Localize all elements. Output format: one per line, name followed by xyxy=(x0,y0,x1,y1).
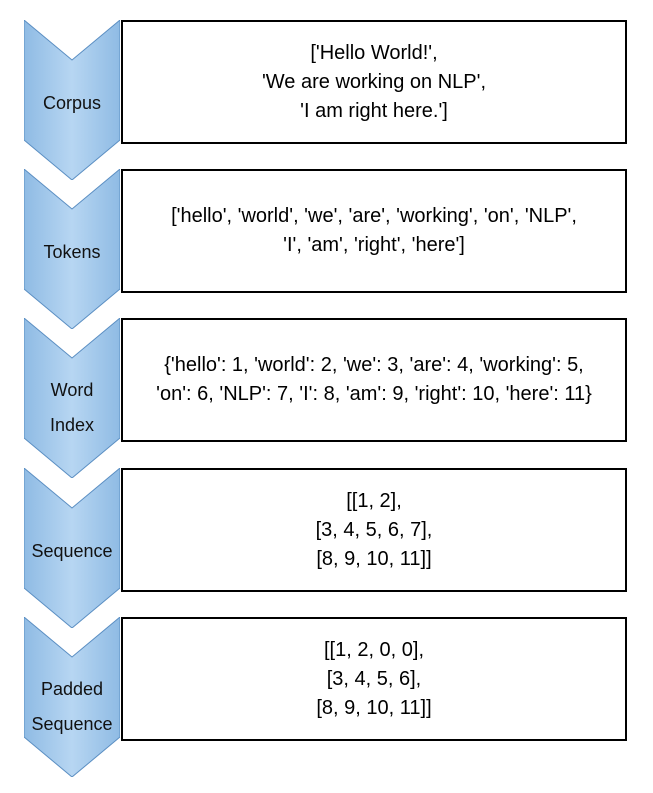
content-line: ['Hello World!', xyxy=(310,41,438,64)
step-arrow-padded-sequence xyxy=(24,617,120,777)
content-line: 'We are working on NLP', xyxy=(261,70,487,93)
step-box-word-index: {'hello': 1, 'world': 2, 'we': 3, 'are':… xyxy=(121,318,627,442)
content-line: 'I', 'am', 'right', 'here'] xyxy=(283,234,465,256)
chevron-down-icon xyxy=(24,617,120,777)
content-line: [8, 9, 10, 11]] xyxy=(316,696,432,719)
step-label-line: Tokens xyxy=(43,242,101,262)
step-arrow-tokens xyxy=(24,169,120,329)
chevron-down-icon xyxy=(24,169,120,329)
step-box-tokens: ['hello', 'world', 'we', 'are', 'working… xyxy=(121,169,627,293)
step-box-sequence: [[1, 2], [3, 4, 5, 6, 7], [8, 9, 10, 11]… xyxy=(121,468,627,592)
content-line: 'I am right here.'] xyxy=(300,99,448,122)
content-line: {'hello': 1, 'world': 2, 'we': 3, 'are':… xyxy=(164,354,584,376)
step-arrow-corpus xyxy=(24,20,120,180)
step-label-line: Index xyxy=(49,415,95,435)
content-line: [3, 4, 5, 6], xyxy=(326,667,422,690)
step-label-line: Corpus xyxy=(42,93,102,113)
step-label-line: Word xyxy=(50,380,94,400)
step-box-corpus: ['Hello World!', 'We are working on NLP'… xyxy=(121,20,627,144)
content-line: ['hello', 'world', 'we', 'are', 'working… xyxy=(171,205,577,227)
chevron-down-icon xyxy=(24,468,120,628)
content-line: [[1, 2, 0, 0], xyxy=(323,638,425,661)
step-label-padded-sequence: Padded Sequence xyxy=(24,672,120,742)
content-line: [8, 9, 10, 11]] xyxy=(316,547,432,570)
step-label-word-index: Word Index xyxy=(24,373,120,443)
step-label-line: Padded xyxy=(40,679,104,699)
step-arrow-sequence xyxy=(24,468,120,628)
step-label-line: Sequence xyxy=(31,714,113,734)
step-label-sequence: Sequence xyxy=(24,541,120,562)
step-label-corpus: Corpus xyxy=(24,93,120,114)
step-label-line: Sequence xyxy=(31,541,113,561)
step-label-tokens: Tokens xyxy=(24,242,120,263)
content-line: 'on': 6, 'NLP': 7, 'I': 8, 'am': 9, 'rig… xyxy=(156,383,592,405)
chevron-down-icon xyxy=(24,20,120,180)
content-line: [3, 4, 5, 6, 7], xyxy=(315,518,433,541)
chevron-down-icon xyxy=(24,318,120,478)
step-box-padded-sequence: [[1, 2, 0, 0], [3, 4, 5, 6], [8, 9, 10, … xyxy=(121,617,627,741)
step-arrow-word-index xyxy=(24,318,120,478)
content-line: [[1, 2], xyxy=(346,489,402,512)
